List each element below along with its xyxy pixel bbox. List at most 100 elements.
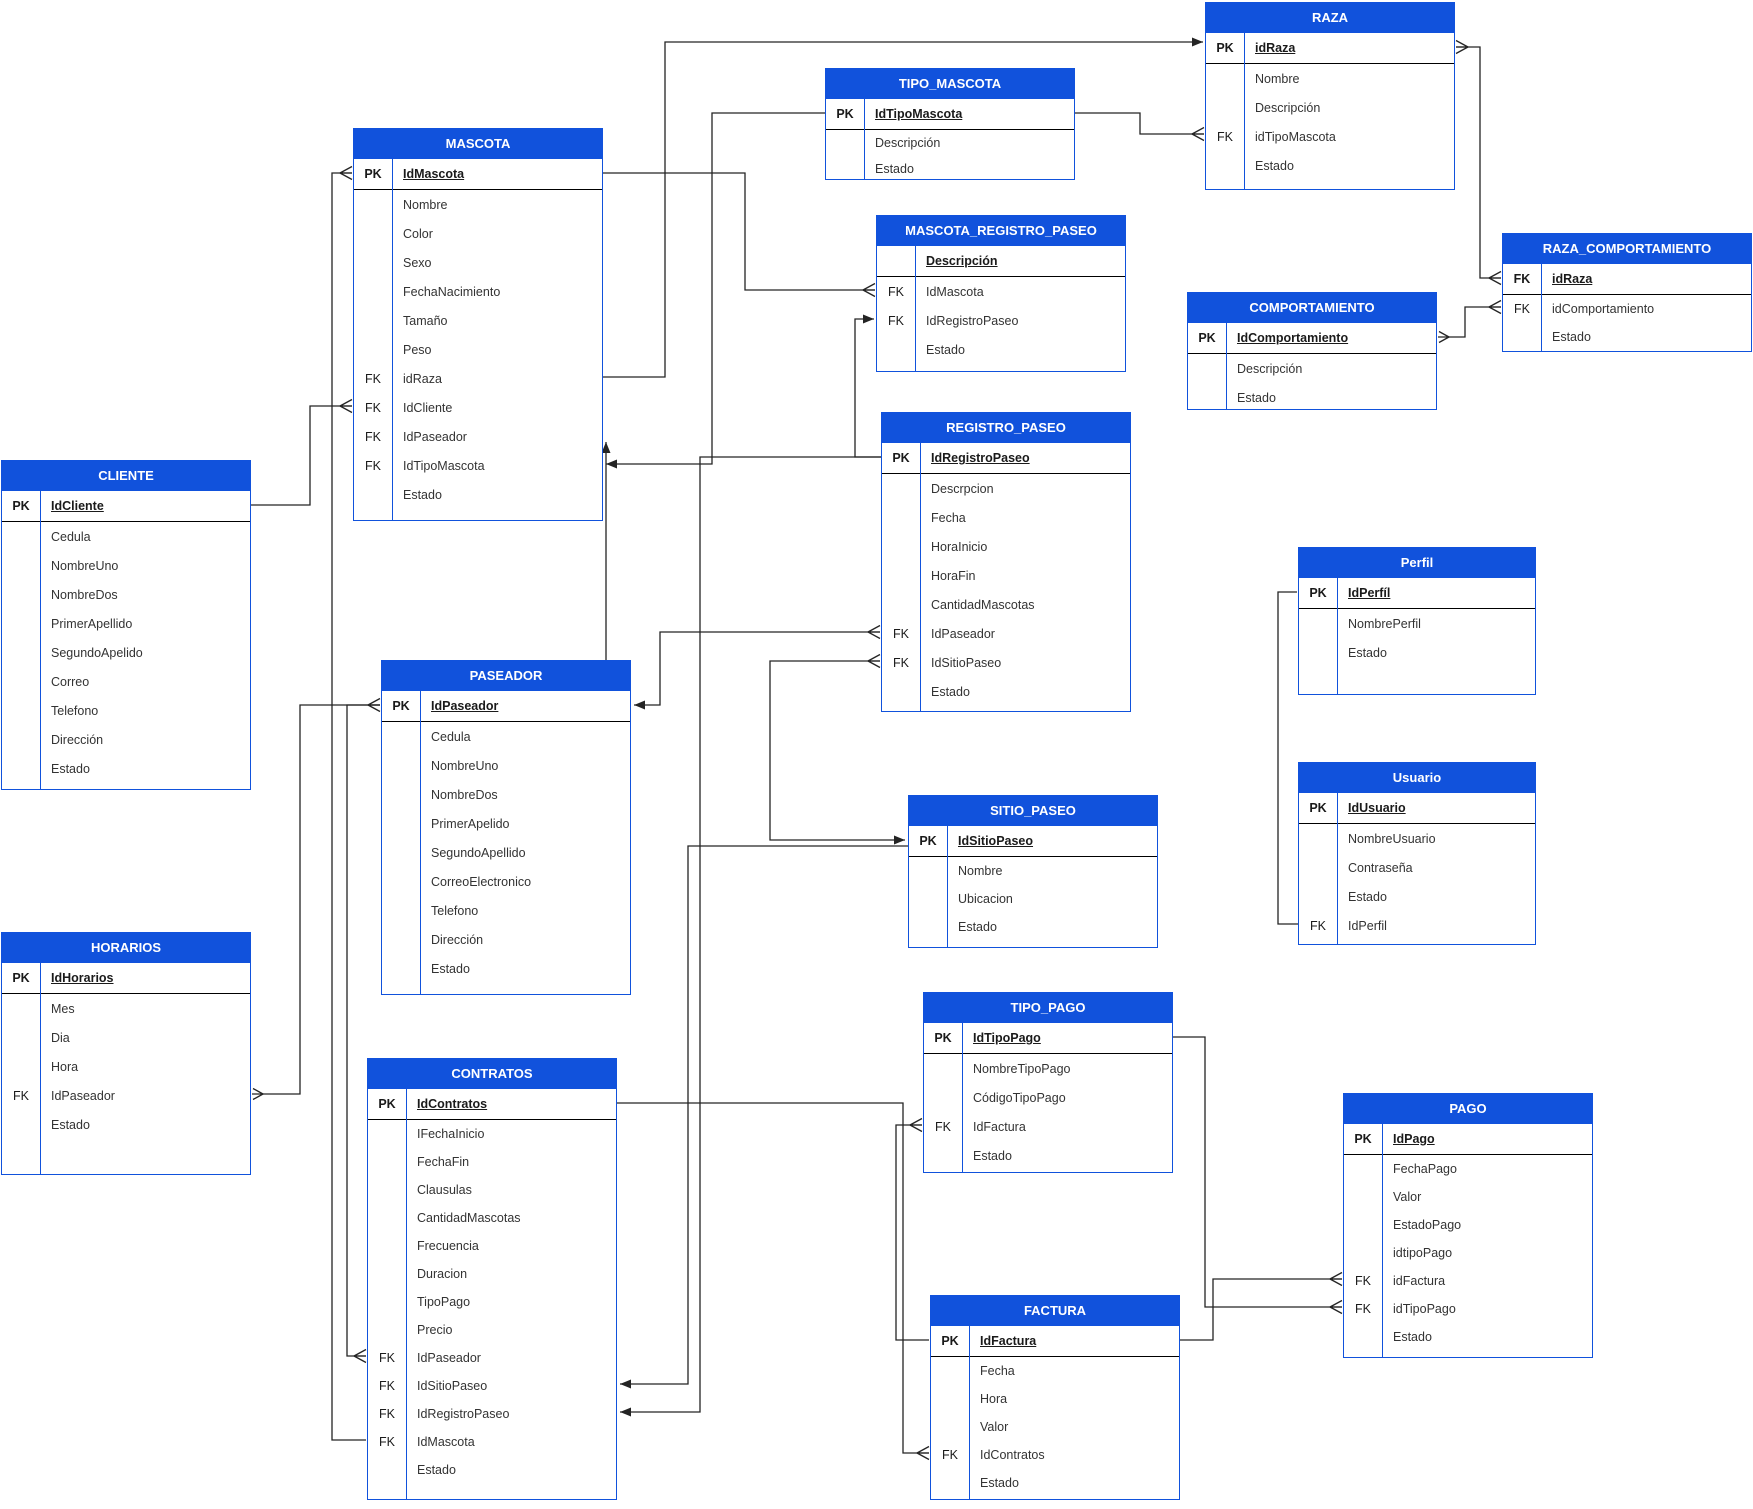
field-row-telefono[interactable]: Telefono [2,696,250,725]
field-row-estado[interactable]: Estado [1503,323,1751,351]
field-row-tama-o[interactable]: Tamaño [354,306,602,335]
key-row-descripci-n[interactable]: Descripción [877,246,1125,276]
connector-contratos-mascota[interactable] [331,165,366,1441]
field-row-hora[interactable]: Hora [931,1385,1179,1413]
connector-cliente-mascota[interactable] [251,398,353,506]
connector-registropaseo-paseador[interactable] [634,624,881,710]
field-row-descrpcion[interactable]: Descrpcion [882,474,1130,503]
field-row-descripci-n[interactable]: Descripción [826,130,1074,156]
field-row-fecha[interactable]: Fecha [931,1357,1179,1385]
field-row-direcci-n[interactable]: Dirección [2,725,250,754]
field-row-clausulas[interactable]: Clausulas [368,1176,616,1204]
field-row-estado[interactable]: Estado [2,754,250,783]
field-row-estado[interactable]: Estado [931,1469,1179,1497]
field-row-horainicio[interactable]: HoraInicio [882,532,1130,561]
field-row-estado[interactable]: Estado [877,335,1125,364]
field-row-estado[interactable]: Estado [368,1456,616,1484]
field-row-ifechainicio[interactable]: IFechaInicio [368,1120,616,1148]
field-row-estado[interactable]: Estado [1299,638,1535,667]
connector-registropaseo-sitiopaseo[interactable] [769,653,905,845]
field-row-descripci-n[interactable]: Descripción [1188,354,1436,383]
connector-tipopago-pago[interactable] [1173,1036,1343,1315]
field-row-sexo[interactable]: Sexo [354,248,602,277]
field-row-peso[interactable]: Peso [354,335,602,364]
field-row-telefono[interactable]: Telefono [382,896,630,925]
field-row-correo[interactable]: Correo [2,667,250,696]
connector-usuario-perfil[interactable] [1277,591,1298,925]
connector-contratos-factura[interactable] [617,1102,930,1461]
field-row-estado[interactable]: Estado [2,1110,250,1139]
connector-contratos-paseador[interactable] [346,704,380,1364]
field-row-estado[interactable]: Estado [1188,383,1436,412]
connector-horarios-paseador[interactable] [252,705,380,1094]
field-row-valor[interactable]: Valor [931,1413,1179,1441]
field-row-nombretipopago[interactable]: NombreTipoPago [924,1054,1172,1083]
field-row-descripci-n[interactable]: Descripción [1206,93,1454,122]
connector-comportamiento-razacomportamiento[interactable] [1438,307,1501,337]
field-row-estado[interactable]: Estado [924,1141,1172,1170]
field-row-nombre[interactable]: Nombre [1206,64,1454,93]
field-row-cedula[interactable]: Cedula [382,722,630,751]
field-row-duracion[interactable]: Duracion [368,1260,616,1288]
field-row-cantidadmascotas[interactable]: CantidadMascotas [882,590,1130,619]
field-row-primerapelido[interactable]: PrimerApelido [382,809,630,838]
connector-raza-razacomportamiento[interactable] [1455,39,1502,286]
field-row-fechafin[interactable]: FechaFin [368,1148,616,1176]
field-row-estado[interactable]: Estado [1206,151,1454,180]
field-row-estado[interactable]: Estado [1299,882,1535,911]
field-row-nombredos[interactable]: NombreDos [2,580,250,609]
connector-mascota-mascotaregistropaseo[interactable] [603,172,876,298]
field-row-idtipopago[interactable]: idtipoPago [1344,1239,1592,1267]
connector-tipomascota-raza[interactable] [1075,112,1205,142]
field-row-frecuencia[interactable]: Frecuencia [368,1232,616,1260]
field-row-cantidadmascotas[interactable]: CantidadMascotas [368,1204,616,1232]
field-row-nombreuno[interactable]: NombreUno [382,751,630,780]
connector-registropaseo-contratos[interactable] [620,456,881,1417]
field-row-nombre[interactable]: Nombre [909,857,1157,885]
connector-tipomascota-mascota[interactable] [606,112,825,469]
field-row-estadopago[interactable]: EstadoPago [1344,1211,1592,1239]
field-row-ubicacion[interactable]: Ubicacion [909,885,1157,913]
field-row-valor[interactable]: Valor [1344,1183,1592,1211]
field-row-segundoapellido[interactable]: SegundoApellido [382,838,630,867]
field-row-fechapago[interactable]: FechaPago [1344,1155,1592,1183]
field-row-c-digotipopago[interactable]: CódigoTipoPago [924,1083,1172,1112]
